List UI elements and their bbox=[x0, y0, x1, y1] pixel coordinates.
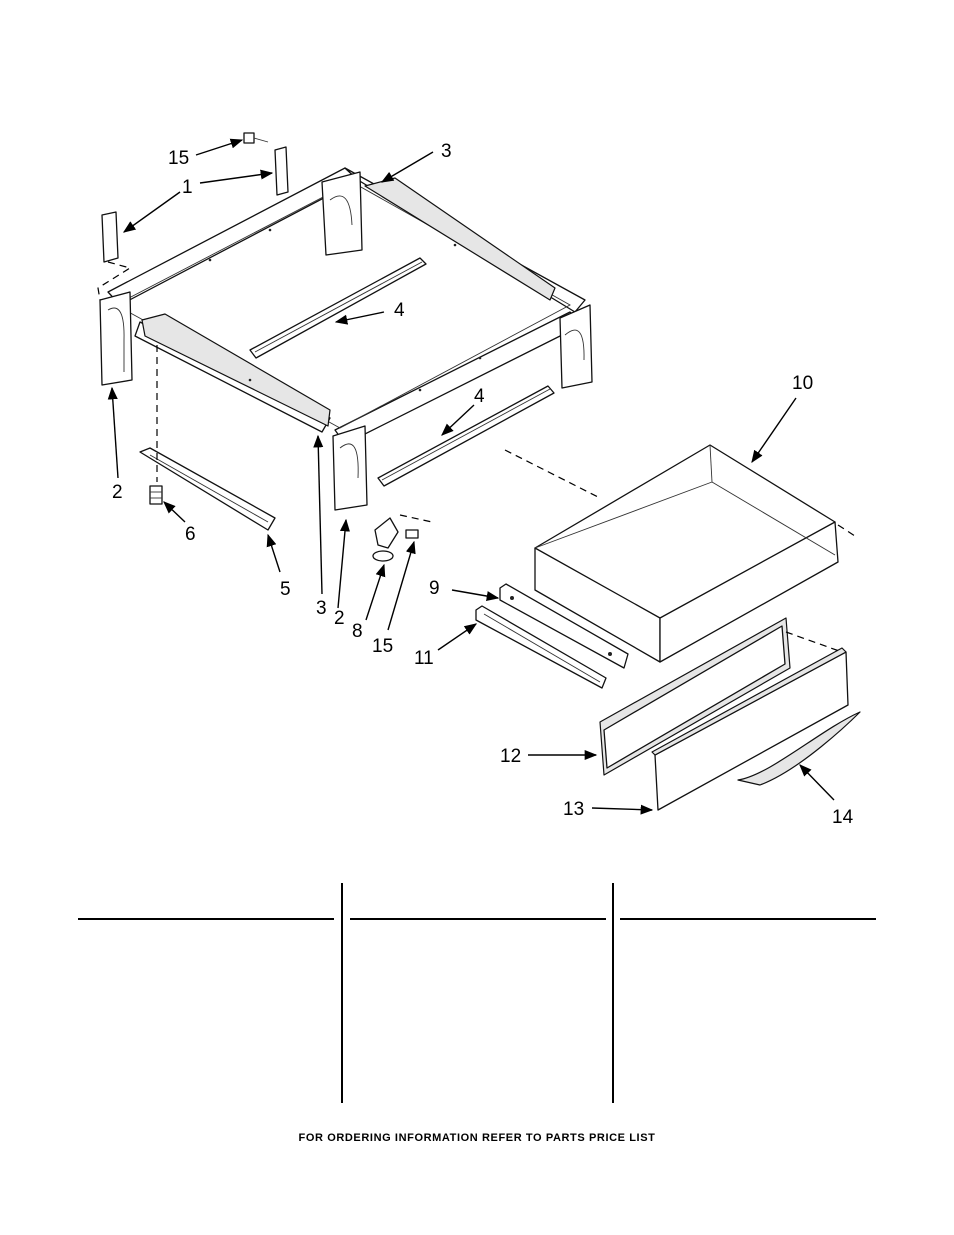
drawer-front-part-12 bbox=[599, 617, 791, 776]
column-divider-2 bbox=[612, 883, 614, 1103]
callout-12: 12 bbox=[500, 746, 521, 767]
rail-part-4-front bbox=[377, 385, 555, 487]
callout-2-left: 2 bbox=[112, 482, 123, 503]
callout-5: 5 bbox=[280, 579, 291, 600]
callout-15-lower: 15 bbox=[372, 636, 393, 657]
callout-9: 9 bbox=[429, 578, 440, 599]
callout-11: 11 bbox=[414, 648, 434, 669]
drawer-panel-part-13 bbox=[651, 647, 849, 811]
leveling-leg-part-6 bbox=[149, 485, 163, 505]
callout-10: 10 bbox=[792, 373, 813, 394]
column-rule-2 bbox=[350, 918, 606, 920]
handle-part-14 bbox=[737, 711, 861, 786]
alignment-lines bbox=[97, 261, 856, 653]
callout-3-top: 3 bbox=[441, 141, 452, 162]
drawer-box-part-10 bbox=[534, 444, 839, 663]
callout-labels: 15 1 3 4 4 2 6 5 3 2 8 15 9 11 10 12 13 … bbox=[112, 141, 854, 828]
slide-part-9 bbox=[499, 583, 629, 669]
base-frame bbox=[99, 167, 593, 511]
callout-13: 13 bbox=[563, 799, 584, 820]
column-divider-1 bbox=[341, 883, 343, 1103]
slide-part-5 bbox=[139, 447, 276, 531]
callout-2-lower: 2 bbox=[334, 608, 345, 629]
callout-3-lower: 3 bbox=[316, 598, 327, 619]
exploded-parts-diagram: 15 1 3 4 4 2 6 5 3 2 8 15 9 11 10 12 13 … bbox=[97, 132, 861, 828]
screw-part-15-top bbox=[243, 132, 269, 144]
slide-part-11 bbox=[475, 605, 607, 689]
column-rule-3 bbox=[620, 918, 876, 920]
anti-tip-part-8 bbox=[372, 517, 399, 562]
callout-4-back: 4 bbox=[394, 300, 405, 321]
callout-15-top: 15 bbox=[168, 148, 189, 169]
callout-4-front: 4 bbox=[474, 386, 485, 407]
screw-part-15-lower bbox=[405, 529, 419, 539]
callout-8: 8 bbox=[352, 621, 363, 642]
callout-6: 6 bbox=[185, 524, 196, 545]
ordering-info-footer: FOR ORDERING INFORMATION REFER TO PARTS … bbox=[298, 1132, 656, 1144]
callout-14: 14 bbox=[832, 807, 854, 828]
callout-1: 1 bbox=[182, 177, 193, 198]
bracket-part-1 bbox=[101, 146, 289, 263]
leader-lines bbox=[107, 138, 835, 815]
parts-table bbox=[0, 880, 954, 1120]
rail-part-4-back bbox=[249, 257, 427, 359]
column-rule-1 bbox=[78, 918, 334, 920]
